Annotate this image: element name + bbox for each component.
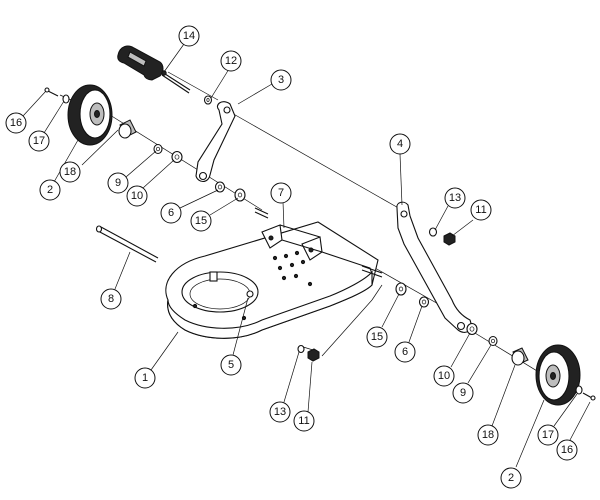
callout-1: 1 [134, 367, 156, 389]
callout-17: 17 [537, 424, 559, 446]
svg-text:14: 14 [183, 30, 195, 42]
handle-grip [117, 45, 191, 94]
callout-11: 11 [470, 199, 492, 221]
svg-text:16: 16 [561, 444, 573, 456]
washer-9-right [488, 335, 498, 347]
svg-text:8: 8 [108, 293, 114, 305]
arm-left [195, 101, 236, 183]
deck-mount-holes [192, 250, 313, 321]
washer-15-right [395, 282, 407, 296]
svg-text:7: 7 [278, 187, 284, 199]
svg-text:2: 2 [47, 184, 53, 196]
svg-text:12: 12 [225, 55, 237, 67]
svg-text:16: 16 [10, 117, 22, 129]
svg-text:13: 13 [274, 406, 286, 418]
washer-17-left [62, 94, 70, 104]
callout-leaders [22, 43, 591, 468]
callout-18: 18 [477, 424, 499, 446]
callout-15: 15 [366, 326, 388, 348]
svg-text:9: 9 [460, 387, 466, 399]
callout-18: 18 [59, 161, 81, 183]
axle-rod [95, 225, 159, 263]
screw-16-right [582, 392, 596, 401]
callout-16: 16 [556, 439, 578, 461]
callout-14: 14 [178, 25, 200, 47]
callout-2: 2 [39, 179, 61, 201]
wheel-right [535, 344, 581, 406]
callout-7: 7 [270, 182, 292, 204]
callout-8: 8 [100, 288, 122, 310]
spacer-18-left [118, 119, 137, 139]
callout-12: 12 [220, 50, 242, 72]
svg-text:2: 2 [508, 472, 514, 484]
callout-17: 17 [28, 130, 50, 152]
screw-16-left [44, 87, 59, 97]
svg-text:17: 17 [33, 135, 45, 147]
svg-text:18: 18 [482, 429, 494, 441]
wheel-left [67, 84, 113, 146]
callout-bubbles: 14 12 3 16 17 18 2 9 10 6 15 7 4 13 11 8… [5, 25, 578, 489]
washer-10-left [171, 150, 183, 164]
svg-text:13: 13 [449, 192, 461, 204]
washer-12 [203, 95, 213, 105]
callout-9: 9 [107, 172, 129, 194]
svg-text:10: 10 [131, 190, 143, 202]
callout-2: 2 [500, 467, 522, 489]
svg-text:5: 5 [228, 359, 234, 371]
svg-text:9: 9 [115, 177, 121, 189]
callout-11: 11 [293, 410, 315, 432]
callout-10: 10 [126, 185, 148, 207]
svg-text:10: 10 [438, 370, 450, 382]
svg-text:6: 6 [402, 346, 408, 358]
svg-text:15: 15 [371, 331, 383, 343]
svg-text:11: 11 [298, 415, 309, 427]
callout-13: 13 [444, 187, 466, 209]
svg-text:18: 18 [64, 166, 76, 178]
svg-text:4: 4 [397, 138, 403, 150]
svg-text:6: 6 [168, 207, 174, 219]
svg-text:17: 17 [542, 429, 554, 441]
deck-bracket [254, 207, 383, 278]
callout-5: 5 [220, 354, 242, 376]
callout-16: 16 [5, 112, 27, 134]
washer-17-right [575, 385, 583, 395]
callout-4: 4 [389, 133, 411, 155]
arm-right [396, 201, 472, 333]
callout-6: 6 [394, 341, 416, 363]
washer-13-lower [297, 344, 305, 354]
callout-15: 15 [190, 210, 212, 232]
svg-text:3: 3 [278, 74, 284, 86]
washer-10-right [466, 322, 478, 336]
callout-6: 6 [160, 202, 182, 224]
washer-13-upper [428, 227, 438, 237]
callout-10: 10 [433, 365, 455, 387]
deck-plate [165, 221, 379, 339]
svg-text:15: 15 [195, 215, 207, 227]
svg-text:1: 1 [142, 372, 148, 384]
callout-3: 3 [270, 69, 292, 91]
callout-9: 9 [452, 382, 474, 404]
washer-6-right [418, 296, 430, 308]
callout-13: 13 [269, 401, 291, 423]
svg-text:11: 11 [475, 204, 486, 216]
washer-6-left [214, 181, 226, 193]
spacer-18-right [511, 347, 529, 366]
nut-11-lower [307, 348, 320, 362]
